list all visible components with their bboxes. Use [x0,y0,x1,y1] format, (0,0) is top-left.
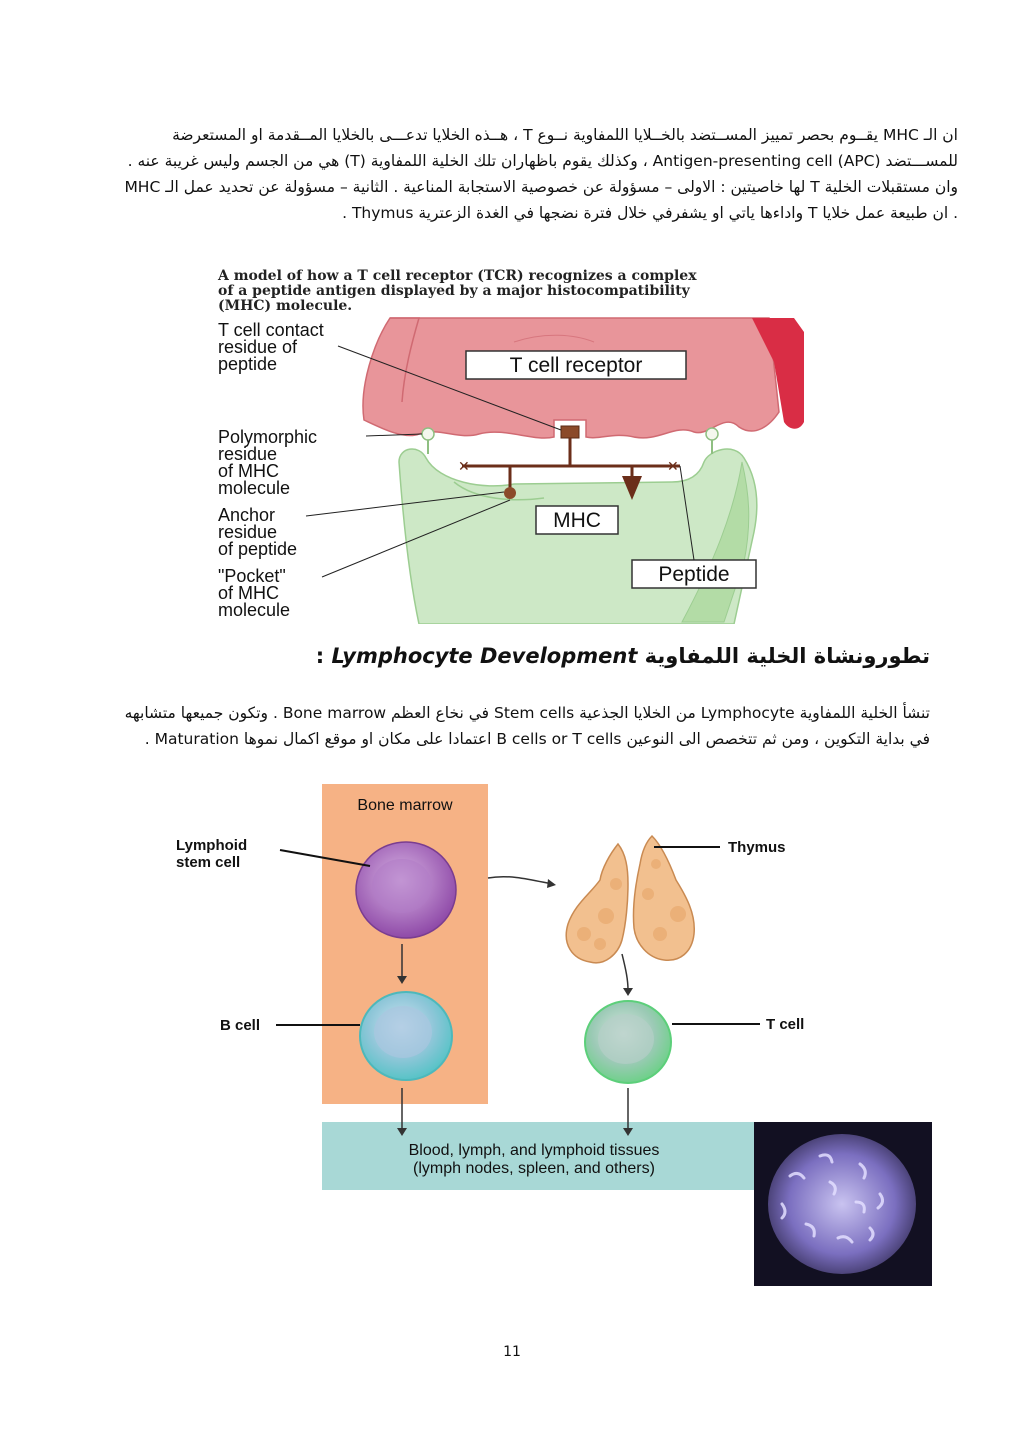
tissues-region [322,1122,762,1190]
polymorphic-residue-label: Polymorphic [218,427,317,447]
figure-title-line: A model of how a T cell receptor (TCR) r… [217,268,697,284]
b-cell-label: B cell [220,1017,260,1034]
page-number: 11 [503,1344,521,1360]
svg-text:✕: ✕ [667,459,679,475]
lymphocyte-development-figure: Bone marrow Blood, lymph, and lymphoid t… [176,784,932,1286]
anchor-residue-label: of peptide [218,539,297,559]
intro-paragraph: ان الـ MHC يقــوم بحصر تمييز المســتضد ب… [58,122,958,226]
text-line: . ان طبيعة عمل خلايا T واداءها ياتي او ي… [342,204,958,222]
figure-title-line: of a peptide antigen displayed by a majo… [218,283,691,299]
text-line: للمســـتضد (APC) Antigen-presenting cell… [127,152,958,170]
contact-residue-label: peptide [218,354,277,374]
pocket-label: of MHC [218,583,279,603]
lymphocyte-micrograph [754,1122,932,1286]
contact-residue-label: residue of [218,337,298,357]
development-paragraph: تنشأ الخلية اللمفاوية Lymphocyte من الخل… [92,700,930,752]
text-line: في بداية التكوين ، ومن ثم تتخصص الى النو… [144,730,930,748]
stem-cell-label: Lymphoid [176,837,247,854]
text-line: وان مستقبلات الخلية T لها خاصيتين : الاو… [124,178,958,196]
t-cell-label: T cell [766,1016,804,1033]
anchor-residue-label: residue [218,522,277,542]
text-line: تنشأ الخلية اللمفاوية Lymphocyte من الخل… [124,704,930,722]
pocket-label: "Pocket" [218,566,286,586]
figure-title-line: (MHC) molecule. [218,298,352,314]
thymus [565,834,695,964]
polymorphic-residue-label: residue [218,444,277,464]
polymorphic-residue-label: of MHC [218,461,279,481]
contact-residue-label: T cell contact [218,320,324,340]
text-line: ان الـ MHC يقــوم بحصر تمييز المســتضد ب… [172,126,958,144]
tissues-label: Blood, lymph, and lymphoid tissues [409,1142,660,1159]
heading-colon: : [315,644,325,668]
pocket-label: molecule [218,600,290,620]
stem-cell-label: stem cell [176,854,240,871]
tissues-label: (lymph nodes, spleen, and others) [413,1160,655,1177]
thymus-label: Thymus [728,839,786,856]
mhc-label: MHC [553,509,601,532]
svg-text:✕: ✕ [458,459,470,475]
peptide-label: Peptide [658,563,729,586]
heading-english: Lymphocyte Development [331,644,638,668]
tcr-mhc-figure: A model of how a T cell receptor (TCR) r… [217,268,804,624]
t-cell-receptor-label: T cell receptor [510,354,643,377]
section-heading: تطورونشاة الخلية اللمفاوية Lymphocyte De… [316,644,930,668]
heading-arabic: تطورونشاة الخلية اللمفاوية [644,644,930,668]
anchor-residue-label: Anchor [218,505,275,525]
bone-marrow-label: Bone marrow [357,797,453,814]
polymorphic-residue-label: molecule [218,478,290,498]
